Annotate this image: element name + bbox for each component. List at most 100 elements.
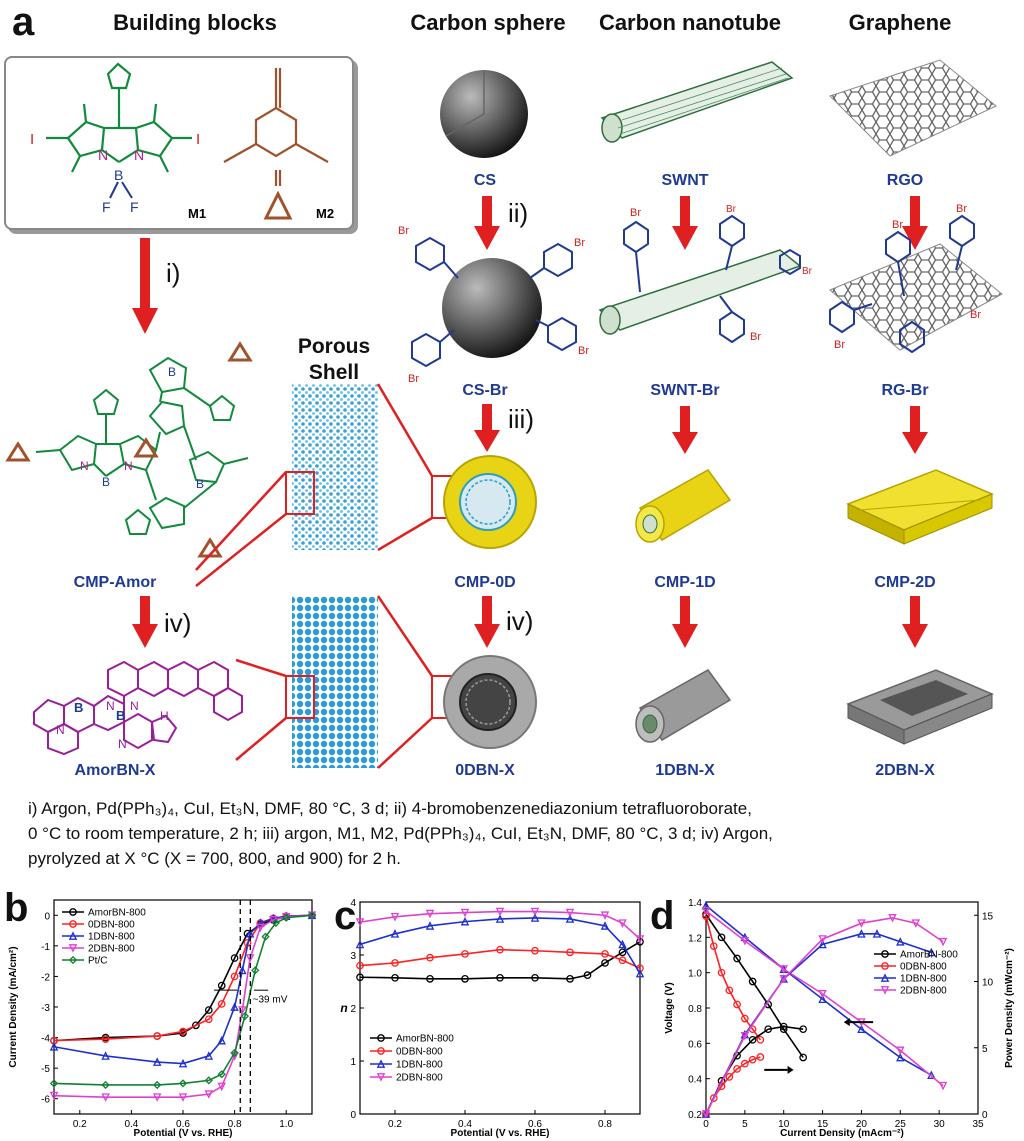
chart-c-series-1-point xyxy=(618,956,627,965)
panel-a-letter: a xyxy=(12,0,35,44)
label-2dbn-x: 2DBN-X xyxy=(875,762,935,779)
chart-b-series-4-point xyxy=(217,1070,226,1079)
chart-d-polarization-series-0-point xyxy=(748,977,757,986)
chart-c-series-0-point xyxy=(426,975,434,983)
chart-d-power-series-1-point xyxy=(741,1059,749,1068)
chart-c-series-1-line xyxy=(359,948,641,969)
chart-b-x-tick-label: 1.0 xyxy=(279,1119,293,1130)
label-cmp-2d: CMP-2D xyxy=(874,574,936,591)
reaction-conditions-caption: i) Argon, Pd(PPh₃)₄, CuI, Et₃N, DMF, 80 … xyxy=(28,796,1018,871)
chart-d-legend-label-0: AmorBN-800 xyxy=(900,950,958,961)
cs-br-bromine-4: Br xyxy=(408,373,419,385)
chart-d-polarization-series-1-point xyxy=(733,1000,741,1009)
m2-label: M2 xyxy=(316,206,334,221)
chart-d-polarization-series-3-line xyxy=(705,910,944,1087)
chart-b-series-4-point xyxy=(271,918,280,928)
amorbn-boron-1: B xyxy=(74,700,83,715)
rg-br-bromine-3: Br xyxy=(834,339,845,351)
chart-d-power-series-0-point xyxy=(748,1035,757,1044)
chart-c-series-3-line xyxy=(359,910,641,940)
label-swnt-br: SWNT-Br xyxy=(650,382,720,399)
label-cs-br: CS-Br xyxy=(462,382,508,399)
chart-d-power-series-1-point xyxy=(725,1073,734,1081)
chart-b-y-tick-label: -6 xyxy=(41,1095,50,1106)
chart-d-polarization-series-1-point xyxy=(756,1035,765,1044)
chart-c-series-3-point xyxy=(390,912,400,922)
chart-c-series-1-point xyxy=(426,953,434,962)
rg-br-bromine-2: Br xyxy=(956,203,967,215)
chart-b-series-4-point xyxy=(153,1080,162,1090)
chart-b-x-axis-label: Potential (V vs. RHE) xyxy=(134,1128,233,1139)
chart-d-polarization-series-3-point xyxy=(818,990,827,999)
chart-c-legend-label-3: 2DBN-800 xyxy=(396,1073,443,1084)
monomer-structures: I I N N B F F M1 M2 xyxy=(30,62,334,221)
chart-d-y-axis-label: Voltage (V) xyxy=(664,982,675,1033)
chart-d-power-series-3-point xyxy=(779,975,788,984)
chart-d-legend-marker-3 xyxy=(880,986,890,995)
dbn-1-tube xyxy=(635,669,732,743)
step-iii-label: iii) xyxy=(508,404,534,434)
chart-c-series-2-point xyxy=(635,968,645,978)
graphene-rg-br: Br Br Br Br xyxy=(829,203,1003,354)
porous-shell-title-line2: Shell xyxy=(308,361,360,384)
chart-c-y-tick-label: 4 xyxy=(350,898,356,909)
chart-c-series-1-point xyxy=(566,948,574,957)
rg-br-bromine-1: Br xyxy=(892,219,903,231)
chart-b-series-2-point xyxy=(204,1051,214,1060)
chart-b-series-0-point xyxy=(204,1006,213,1014)
chart-b-series-1-point xyxy=(153,1032,162,1040)
chart-d-x-tick-label: 35 xyxy=(972,1119,984,1130)
chart-b-legend-label-2: 1DBN-800 xyxy=(88,932,135,943)
chart-d-y-right-tick-label: 0 xyxy=(982,1110,988,1121)
chart-d-polarization-series-3-point xyxy=(779,965,788,974)
graphene-arrow-1 xyxy=(902,196,928,250)
chart-c-series-3-point xyxy=(355,918,365,927)
chart-b-series-1-point xyxy=(204,1015,213,1024)
chart-c-x-tick-label: 0.8 xyxy=(598,1119,612,1130)
chart-c-legend-label-0: AmorBN-800 xyxy=(396,1034,454,1045)
amorbn-boron-2: B xyxy=(116,708,125,723)
chart-b-y-axis-label: Current Density (mA/cm²) xyxy=(8,946,19,1067)
chart-b-series-3-point xyxy=(49,1091,59,1101)
chart-b-series-2-point xyxy=(152,1057,162,1066)
amorbn-nh: H xyxy=(160,709,169,723)
chart-d-legend-marker-1 xyxy=(881,962,889,970)
chart-d-x-tick-label: 5 xyxy=(742,1119,748,1130)
chart-b-series-2-point xyxy=(217,1035,226,1045)
chart-c-series-2-point xyxy=(495,914,505,923)
chart-c-series-0-point xyxy=(618,948,627,957)
chart-d-x-tick-label: 0 xyxy=(703,1119,709,1130)
chart-c-series-0-point xyxy=(496,973,504,982)
chart-b-legend-label-4: Pt/C xyxy=(88,956,107,967)
chart-b-y-tick-label: -5 xyxy=(41,1064,50,1075)
zoom-lines xyxy=(195,383,463,769)
chart-c-legend-label-1: 0DBN-800 xyxy=(396,1047,443,1058)
chart-c-series-2-line xyxy=(359,917,641,974)
label-1dbn-x: 1DBN-X xyxy=(655,762,715,779)
chart-d-y-right-tick-label: 10 xyxy=(982,978,994,989)
step-iv-mid-arrow xyxy=(474,596,500,648)
label-amorbn-x: AmorBN-X xyxy=(74,762,156,779)
chart-d-x-tick-label: 20 xyxy=(856,1119,868,1130)
chart-d-y-tick-label: 1.0 xyxy=(688,969,702,980)
swnt-br-bromine-3: Br xyxy=(750,331,761,343)
chart-c-series-0-point xyxy=(391,973,399,982)
chart-c-series-3-point xyxy=(460,908,470,918)
chart-d-polarization-series-2-point xyxy=(701,900,711,910)
chart-b-series-3-point xyxy=(217,1082,226,1092)
m1-iodine-left: I xyxy=(30,131,34,148)
chart-d-power-series-3-point xyxy=(857,919,866,928)
chart-d-power-series-3-point xyxy=(888,914,897,923)
chart-c-series-2-point xyxy=(460,916,470,926)
chart-d-legend-marker-0 xyxy=(881,950,889,958)
label-rg-br: RG-Br xyxy=(881,382,929,399)
amorbn-structure: B B N N N N H xyxy=(33,660,243,756)
chart-c-series-2-point xyxy=(390,929,400,938)
cmp-2d-sheet xyxy=(846,469,994,545)
chart-b-series-2-point xyxy=(49,1042,59,1051)
chart-c-y-tick-label: 1 xyxy=(350,1057,356,1068)
chart-d-power-series-3-point xyxy=(818,935,827,944)
chart-d-y-tick-label: 0.4 xyxy=(688,1075,702,1086)
chart-c-series-3-point xyxy=(495,907,505,917)
